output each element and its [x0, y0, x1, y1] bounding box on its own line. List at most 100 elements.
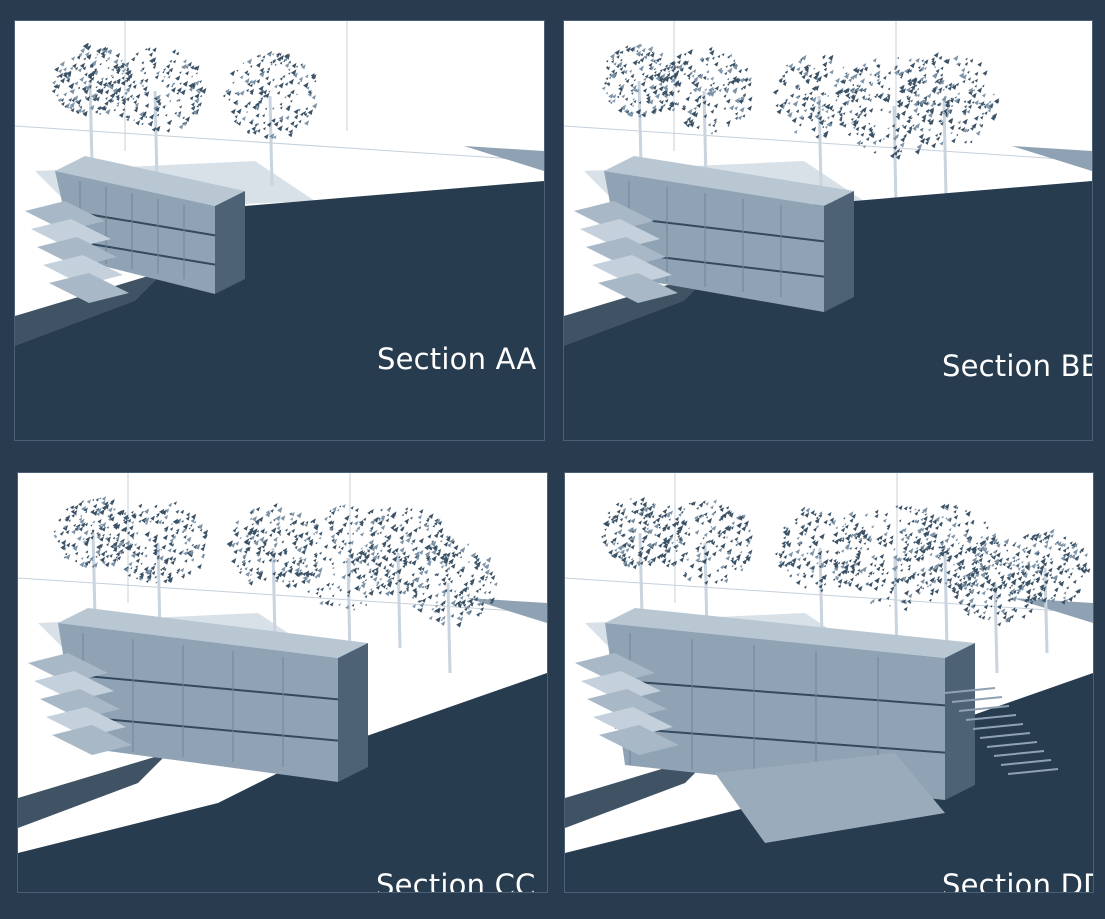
terrace-step [46, 707, 126, 737]
section-panel-cc: Section CC [17, 472, 548, 893]
section-bb-render [564, 21, 1092, 440]
stair-tread [1000, 759, 1052, 766]
building-facade [605, 623, 945, 800]
terrace-step [575, 653, 655, 683]
terrace-step [40, 689, 120, 719]
building-side [215, 191, 245, 294]
section-cc-render [18, 473, 547, 892]
tree-canopy [949, 538, 1046, 627]
terrace-step [593, 707, 673, 737]
tree-trunk [993, 582, 999, 674]
stair-tread [951, 696, 1003, 703]
tree-trunk [446, 582, 452, 674]
terrace-step [598, 273, 678, 303]
tree-canopy [403, 538, 498, 628]
ground-shadow-plane [564, 271, 714, 346]
tree-trunk [88, 80, 94, 165]
terrace-step [581, 671, 661, 701]
ground-shadow [1013, 598, 1093, 623]
terrace-step [49, 273, 129, 303]
section-aa-label: Section AA [377, 342, 537, 376]
ground-shadow-plane [18, 753, 168, 828]
floor-line [614, 726, 946, 754]
section-dd-label: Section DD [942, 868, 1094, 893]
terrace-step [37, 237, 117, 267]
section-aa-render [15, 21, 544, 440]
tree-canopy [1005, 528, 1091, 605]
tree-canopy [661, 499, 753, 585]
building-roof [604, 156, 854, 206]
tree-canopy [601, 496, 684, 570]
building-side [338, 643, 368, 782]
stair-tread [958, 705, 1010, 712]
section-panel-dd: Section DD [564, 472, 1094, 893]
ground-shadow [464, 146, 544, 171]
tree-trunk [892, 105, 898, 207]
stair-tread [972, 723, 1024, 730]
ground-section-cut [18, 673, 547, 892]
ground-section-cut [15, 181, 544, 440]
tree-trunk [153, 90, 159, 182]
building-roof [605, 608, 975, 658]
building-roof [55, 156, 245, 206]
site-line [18, 577, 547, 614]
tree-trunk [91, 532, 97, 617]
site-line [15, 125, 544, 162]
floor-line [67, 714, 339, 742]
tree-canopy [110, 47, 207, 133]
tree-trunk [396, 552, 402, 649]
tree-trunk [942, 100, 948, 197]
section-panel-bb: Section BB [563, 20, 1093, 441]
deck-platform [715, 753, 945, 843]
terrace-step [574, 201, 654, 231]
site-line [564, 125, 1092, 162]
tree-trunk [268, 95, 274, 187]
tree-trunk [637, 80, 643, 165]
terrace-step [28, 653, 108, 683]
section-bb-label: Section BB [942, 349, 1093, 383]
terrace-step [52, 725, 132, 755]
building-facade [58, 623, 338, 782]
tree-trunk [638, 532, 644, 617]
stair-tread [965, 714, 1017, 721]
building-side [824, 191, 854, 312]
tree-trunk [943, 552, 949, 649]
terrace-step [580, 219, 660, 249]
tree-canopy [658, 46, 753, 135]
tree-canopy [837, 505, 951, 612]
terrace-step [599, 725, 679, 755]
tree-canopy [53, 496, 135, 569]
tree-canopy [226, 503, 322, 589]
ground-section-cut [564, 181, 1092, 440]
terrace-step [587, 689, 667, 719]
ground-shadow [467, 598, 547, 623]
tree-canopy [895, 52, 1000, 146]
building-side [945, 643, 975, 800]
ground-shadow-plane [15, 271, 165, 346]
stair-tread [979, 732, 1031, 739]
terrace-step [586, 237, 666, 267]
site-line [565, 577, 1093, 614]
terrace-step [31, 219, 111, 249]
tree-trunk [271, 547, 277, 639]
tree-trunk [818, 547, 824, 639]
section-panel-aa: Section AA [14, 20, 545, 441]
terrace-step [43, 255, 123, 285]
section-cc-label: Section CC [376, 868, 536, 893]
stair-tread [1007, 768, 1059, 775]
tree-trunk [817, 95, 823, 187]
section-dd-render [565, 473, 1093, 892]
tree-canopy [772, 54, 867, 139]
tree-canopy [601, 43, 682, 118]
ground-shadow [1012, 146, 1092, 171]
terrace-step [592, 255, 672, 285]
ground-shadow-plane [565, 753, 715, 828]
tree-canopy [774, 506, 870, 593]
stair-tread [986, 741, 1038, 748]
floor-line [67, 673, 339, 701]
building-roof [58, 608, 368, 658]
stair-tread [993, 750, 1045, 757]
terrace-step [25, 201, 105, 231]
terrace-step [34, 671, 114, 701]
